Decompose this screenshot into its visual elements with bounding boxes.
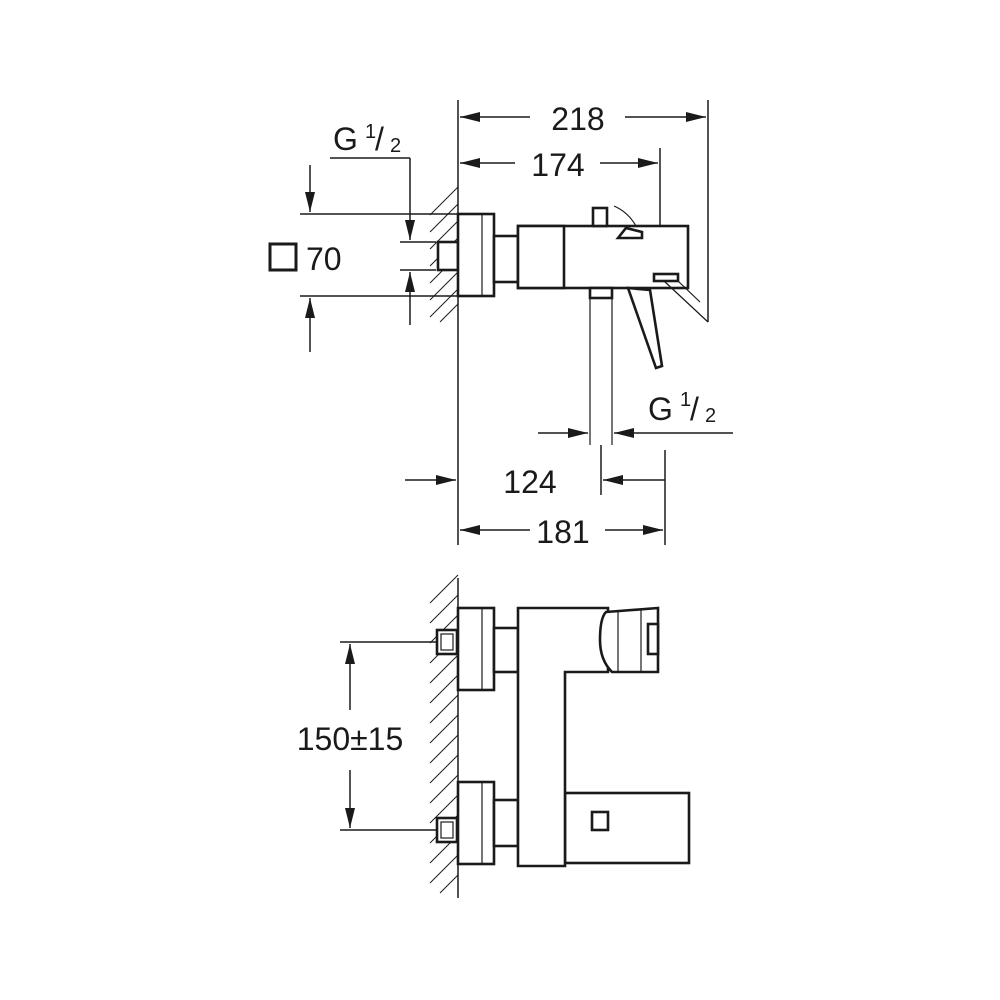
svg-text:2: 2 xyxy=(390,135,401,157)
front-body xyxy=(516,606,610,868)
front-lever xyxy=(598,606,660,674)
side-view-dimensions: 218 174 G 1 / 2 70 G 1 / 2 xyxy=(268,100,733,550)
dim-124: 124 xyxy=(503,464,556,500)
dim-218: 218 xyxy=(551,101,604,137)
inlet-thread-label: G 1 / 2 xyxy=(333,121,401,157)
side-body-neck xyxy=(492,234,520,284)
svg-text:1: 1 xyxy=(680,389,691,411)
side-outlet-connector xyxy=(588,286,614,300)
side-inlet-connector xyxy=(436,240,460,272)
svg-text:1: 1 xyxy=(365,121,376,143)
front-view-dimensions: 150±15 xyxy=(297,641,437,831)
side-cartridge-knob xyxy=(591,206,609,228)
dim-174: 174 xyxy=(531,147,584,183)
side-view xyxy=(429,185,709,445)
front-lower-escutcheon xyxy=(456,780,496,866)
svg-text:/: / xyxy=(690,391,699,427)
dim-150-15: 150±15 xyxy=(297,721,404,757)
square-symbol xyxy=(268,242,298,272)
svg-text:G: G xyxy=(333,121,358,157)
svg-text:G: G xyxy=(648,391,673,427)
svg-text:2: 2 xyxy=(705,405,716,427)
dim-70: 70 xyxy=(306,241,342,277)
front-spout xyxy=(563,791,691,865)
front-wall-hatching xyxy=(429,574,459,898)
side-escutcheon xyxy=(456,212,496,298)
dim-181: 181 xyxy=(536,514,589,550)
outlet-thread-label: G 1 / 2 xyxy=(648,389,716,427)
front-spout-aerator xyxy=(590,810,610,832)
svg-text:/: / xyxy=(375,121,384,157)
side-lever-handle xyxy=(626,286,664,370)
front-upper-escutcheon xyxy=(456,606,496,692)
front-view xyxy=(429,574,691,898)
